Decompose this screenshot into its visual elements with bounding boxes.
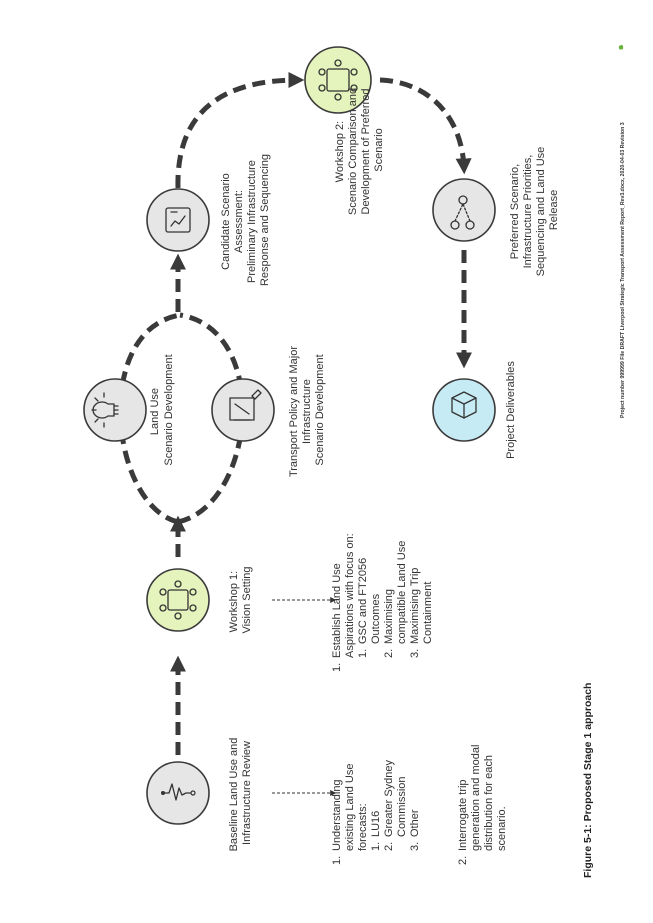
node-land-use: [83, 378, 147, 442]
node-transport: [211, 378, 275, 442]
workshop1-notes: 1. Establish Land Use Aspirations with f…: [331, 530, 434, 672]
package-icon: [451, 391, 477, 419]
baseline-note-1: 1. Understanding existing Land Use forec…: [331, 757, 421, 865]
node-deliverables: [432, 378, 496, 442]
assessment-icon: [165, 207, 191, 233]
label-workshop1: Workshop 1: Vision Setting: [228, 566, 253, 633]
node-workshop2: [304, 46, 372, 114]
node-baseline: [146, 761, 210, 825]
baseline-notes: 1. Understanding existing Land Use forec…: [331, 742, 508, 865]
node-preferred: [432, 178, 496, 242]
label-deliverables: Project Deliverables: [505, 361, 517, 459]
label-workshop2: Workshop 2: Scenario Comparison and Deve…: [334, 85, 385, 215]
leaf-icon: [618, 45, 624, 50]
node-candidate: [146, 188, 210, 252]
arrow-candidate-to-workshop2: [175, 72, 305, 189]
node-labels: Baseline Land Use and Infrastructure Rev…: [149, 85, 560, 852]
arrow-workshop2-to-preferred: [379, 77, 472, 175]
label-baseline: Baseline Land Use and Infrastructure Rev…: [228, 735, 253, 852]
route-icon: [450, 195, 475, 230]
drafting-icon: [229, 389, 262, 421]
pulse-icon-dot-right: [190, 790, 196, 796]
baseline-note-2: 2. Interrogate trip generation and modal…: [457, 742, 508, 865]
label-preferred: Preferred Scenario, Infrastructure Prior…: [509, 144, 560, 277]
workshop1-note-1: 1. Establish Land Use Aspirations with f…: [331, 530, 434, 672]
page-footer: Project number 999999 File DRAFT Liverpo…: [620, 122, 626, 418]
team-meeting-icon: [159, 580, 197, 620]
label-land-use: Land Use Scenario Development: [149, 354, 175, 465]
pulse-icon: [162, 783, 192, 801]
label-candidate: Candidate Scenario Assessment: Prelimina…: [220, 154, 271, 286]
pulse-icon-dot-left: [161, 791, 165, 795]
lightbulb-icon: [91, 392, 119, 428]
team-meeting-icon: [318, 59, 358, 101]
figure-caption: Figure 5-1: Proposed Stage 1 approach: [582, 683, 594, 878]
label-transport: Transport Policy and Major Infrastructur…: [288, 343, 326, 477]
node-workshop1: [146, 568, 210, 632]
